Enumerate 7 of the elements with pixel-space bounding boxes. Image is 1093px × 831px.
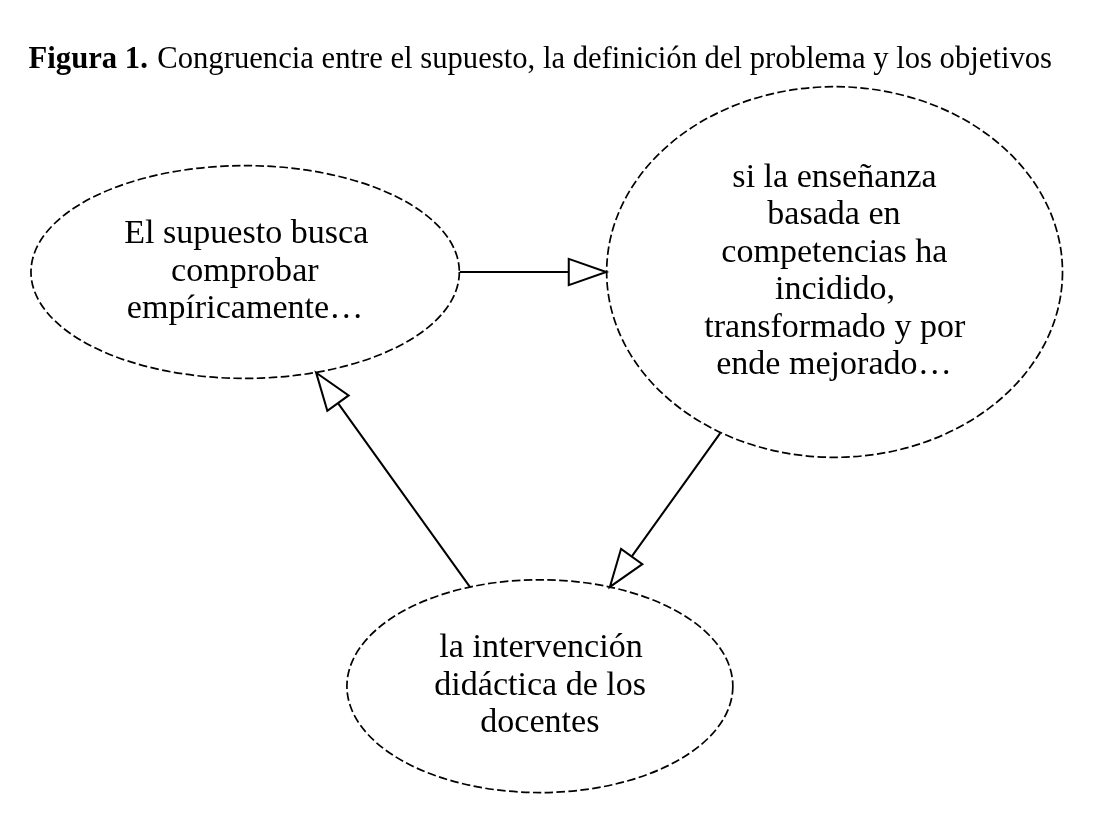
node-ellipse: la intervención didáctica de los docentes	[346, 578, 734, 794]
diagram-title: Figura 1. Congruencia entre el supuesto, la definición del problema y los objetivos	[28, 41, 1053, 76]
node-ellipse: El supuesto busca comprobar empíricamente…	[30, 164, 461, 380]
arrow	[608, 432, 722, 590]
node-ellipse: si la enseñanza basada en competencias ha incidido, transformado y por ende mejorado…	[605, 85, 1064, 459]
arrow	[314, 370, 471, 588]
arrow	[459, 257, 610, 287]
